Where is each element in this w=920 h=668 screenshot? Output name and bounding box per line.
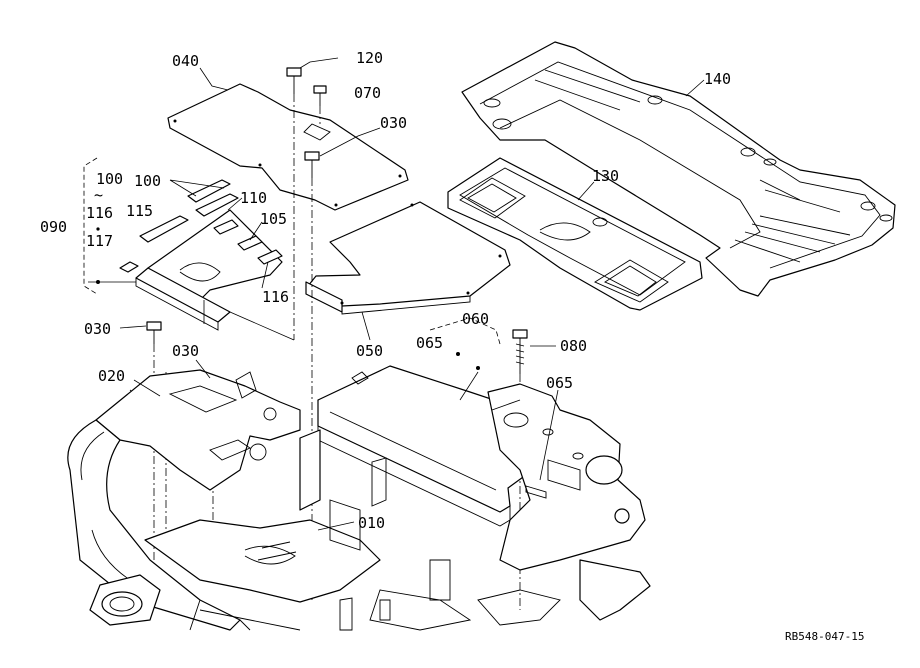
label-117: 117 [86, 232, 113, 250]
label-070: 070 [354, 84, 381, 102]
tilde-mark: ~ [94, 186, 103, 204]
label-105: 105 [260, 210, 287, 228]
label-050: 050 [356, 342, 383, 360]
part-090-mounting-kit [96, 179, 283, 331]
label-130: 130 [592, 167, 619, 185]
label-030-left: 030 [84, 320, 111, 338]
bolt-030-upper [304, 151, 320, 178]
label-065-upper: 065 [416, 334, 443, 352]
label-100: 100 [134, 172, 161, 190]
label-090: 090 [40, 218, 67, 236]
bolt-080 [512, 329, 528, 374]
part-020-floor-frame [95, 369, 301, 491]
part-140-floor-mat [461, 41, 896, 297]
part-040-cover-sheet [167, 83, 409, 211]
part-060-box-cover [317, 352, 551, 527]
label-140: 140 [704, 70, 731, 88]
machine-base-frame [67, 383, 651, 631]
bolt-120 [286, 67, 302, 94]
label-115: 115 [126, 202, 153, 220]
label-010: 010 [358, 514, 385, 532]
bolt-030-left [146, 321, 162, 344]
bolt-070 [313, 85, 327, 106]
part-labels: 040 120 070 030 140 100 ~ 100 110 116 11… [40, 49, 731, 532]
label-040: 040 [172, 52, 199, 70]
label-020: 020 [98, 367, 125, 385]
leader-lines [88, 57, 705, 531]
label-030-upper: 030 [380, 114, 407, 132]
label-080: 080 [560, 337, 587, 355]
label-120: 120 [356, 49, 383, 67]
part-130-floor-mat [447, 157, 703, 311]
label-060: 060 [462, 310, 489, 328]
label-116-upper: 116 [86, 204, 113, 222]
label-110: 110 [240, 189, 267, 207]
part-050-cover-plate [305, 201, 511, 315]
label-100-top: 100 [96, 170, 123, 188]
label-030-mid: 030 [172, 342, 199, 360]
label-065-lower: 065 [546, 374, 573, 392]
drawing-reference-number: RB548-047-15 [785, 630, 864, 643]
kit-090-bracket [83, 157, 98, 295]
label-116-lower: 116 [262, 288, 289, 306]
